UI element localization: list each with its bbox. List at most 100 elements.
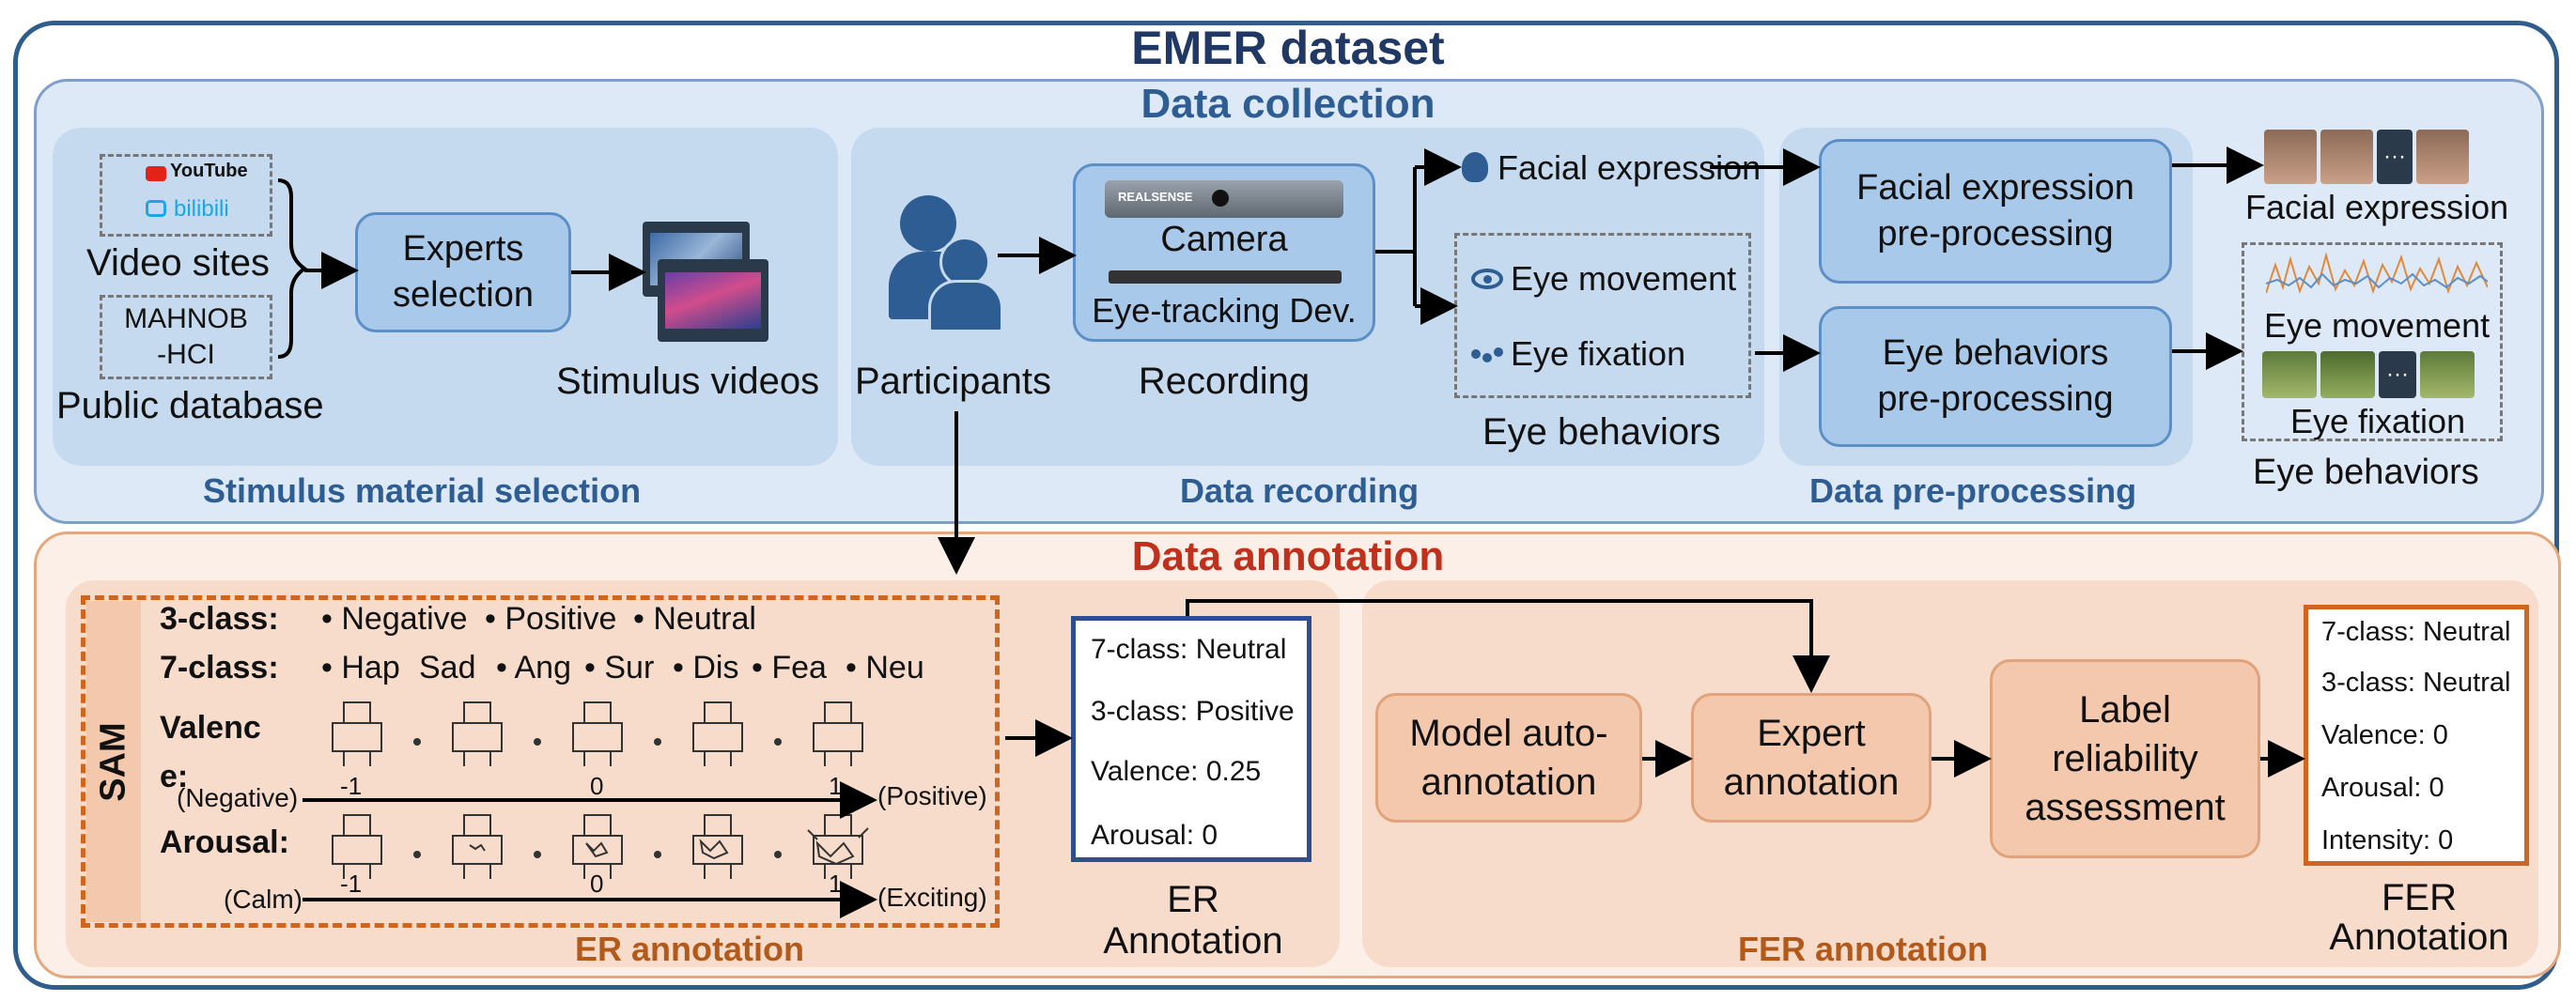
output-eye-fixation-label: Eye fixation <box>2290 402 2466 440</box>
participant-icon <box>928 280 1003 332</box>
outer-frame <box>13 21 2559 990</box>
manikin-icon <box>332 814 382 879</box>
camera-device-icon: REALSENSE <box>1105 180 1343 218</box>
fer-doc-line: Valence: 0 <box>2321 720 2448 750</box>
face-icon <box>1462 152 1488 182</box>
arousal-tick: -1 <box>340 870 363 898</box>
manikin-icon <box>452 701 503 766</box>
fer-annotation-document: 7-class: Neutral 3-class: Neutral Valenc… <box>2304 605 2529 866</box>
seven-class-item: Sur <box>604 650 655 685</box>
arousal-label: Arousal: <box>160 824 289 860</box>
public-database-label: Public database <box>56 385 324 426</box>
bilibili-logo-text: bilibili <box>174 196 229 222</box>
manikin-icon <box>572 814 623 879</box>
expert-line1: Expert <box>1757 713 1866 754</box>
facial-pre-line1: Facial expression <box>1856 167 2134 208</box>
er-annotation-document: 7-class: Neutral 3-class: Positive Valen… <box>1071 616 1311 862</box>
manikin-icon <box>807 814 869 879</box>
eye-movement-label: Eye movement <box>1511 259 1737 298</box>
experts-selection-box: Experts selection <box>355 212 571 332</box>
facial-preprocessing-box: Facial expression pre-processing <box>1819 139 2172 284</box>
fer-doc-line: Intensity: 0 <box>2321 825 2454 855</box>
manikin-icon <box>572 701 623 766</box>
main-title: EMER dataset <box>1131 22 1445 74</box>
sam-bar <box>86 601 141 922</box>
stimulus-section-label: Stimulus material selection <box>203 471 642 510</box>
seven-class-item: Neu <box>865 650 924 685</box>
eye-movement-plot <box>2266 252 2488 295</box>
valence-label-line1: Valenc <box>160 710 261 746</box>
er-doc-to-expert-arrow <box>1186 599 1830 693</box>
face-frames-strip: ··· <box>2264 130 2469 184</box>
three-class-label: 3-class: <box>160 601 279 637</box>
expert-line2: annotation <box>1723 762 1900 803</box>
seven-class-item: Fea <box>771 650 827 685</box>
seven-class-item: Hap <box>341 650 400 685</box>
manikin-icon <box>692 701 743 766</box>
fer-section-label: FER annotation <box>1738 930 1988 968</box>
eye-pre-line2: pre-processing <box>1877 379 2114 419</box>
ellipsis-frame-2: ··· <box>2379 351 2416 398</box>
fer-doc-line: 7-class: Neutral <box>2321 617 2511 647</box>
eye-behaviors-label: Eye behaviors <box>1482 411 1721 453</box>
seven-class-label: 7-class: <box>160 650 279 685</box>
eyetracker-label: Eye-tracking Dev. <box>1092 291 1357 330</box>
model-line1: Model auto- <box>1409 713 1608 754</box>
mahnob-line1: MAHNOB <box>124 303 248 334</box>
mahnob-line2: -HCI <box>157 339 215 370</box>
fer-doc-line: 3-class: Neutral <box>2321 668 2511 698</box>
valence-manikins <box>332 701 863 766</box>
manikin-icon <box>332 701 382 766</box>
video-sites-box: YouTube bilibili <box>100 154 272 237</box>
label-reliability-box: Label reliability assessment <box>1990 659 2260 858</box>
label-line1: Label <box>2079 689 2171 731</box>
experts-line2: selection <box>393 275 534 315</box>
eye-fixation-label: Eye fixation <box>1511 334 1686 373</box>
eye-fixation-icon <box>1471 347 1505 362</box>
manikin-icon <box>692 814 743 879</box>
fer-doc-caption-line2: Annotation <box>2329 916 2509 958</box>
sam-box <box>81 595 1000 928</box>
camera-brand: REALSENSE <box>1118 190 1193 204</box>
three-class-item: Positive <box>504 601 617 637</box>
er-doc-caption-line2: Annotation <box>1103 920 1283 962</box>
valence-negative-label: (Negative) <box>177 783 299 812</box>
valence-tick: 1 <box>829 772 843 800</box>
facial-pre-line2: pre-processing <box>1877 214 2114 254</box>
er-section-label: ER annotation <box>575 930 804 968</box>
er-doc-line: 3-class: Positive <box>1091 696 1295 727</box>
eye-fixation-frames: ··· <box>2262 351 2480 398</box>
preprocessing-section-label: Data pre-processing <box>1809 471 2137 510</box>
eye-tracker-icon <box>1109 270 1342 284</box>
output-eye-behaviors-label: Eye behaviors <box>2253 453 2479 492</box>
eye-movement-icon <box>1471 269 1503 289</box>
valence-positive-label: (Positive) <box>877 781 987 810</box>
output-eye-movement-label: Eye movement <box>2264 306 2491 345</box>
model-line2: annotation <box>1420 762 1597 803</box>
bilibili-icon <box>146 200 166 217</box>
eye-preprocessing-box: Eye behaviors pre-processing <box>1819 306 2172 447</box>
seven-class-item: Sad <box>419 650 476 685</box>
fer-doc-caption-line1: FER <box>2382 877 2457 918</box>
stimulus-videos-label: Stimulus videos <box>556 361 820 402</box>
youtube-logo-text: YouTube <box>170 161 248 181</box>
seven-class-item: Dis <box>692 650 739 685</box>
arousal-manikins <box>332 814 869 879</box>
three-class-item: Neutral <box>653 601 756 637</box>
arousal-calm-label: (Calm) <box>224 885 303 914</box>
model-auto-annotation-box: Model auto- annotation <box>1375 693 1642 823</box>
manikin-icon <box>813 701 863 766</box>
valence-tick: -1 <box>340 772 363 800</box>
recording-section-label: Data recording <box>1180 471 1420 510</box>
camera-label: Camera <box>1160 220 1288 259</box>
arousal-exciting-label: (Exciting) <box>877 883 987 912</box>
output-facial-label: Facial expression <box>2245 188 2509 226</box>
arousal-tick: 1 <box>829 870 843 898</box>
arousal-tick: 0 <box>590 870 604 898</box>
valence-tick: 0 <box>590 772 604 800</box>
seven-class-item: Ang <box>514 650 571 685</box>
recording-label: Recording <box>1138 361 1311 402</box>
fer-doc-line: Arousal: 0 <box>2321 773 2444 803</box>
film-strip-icon-front <box>658 259 768 342</box>
